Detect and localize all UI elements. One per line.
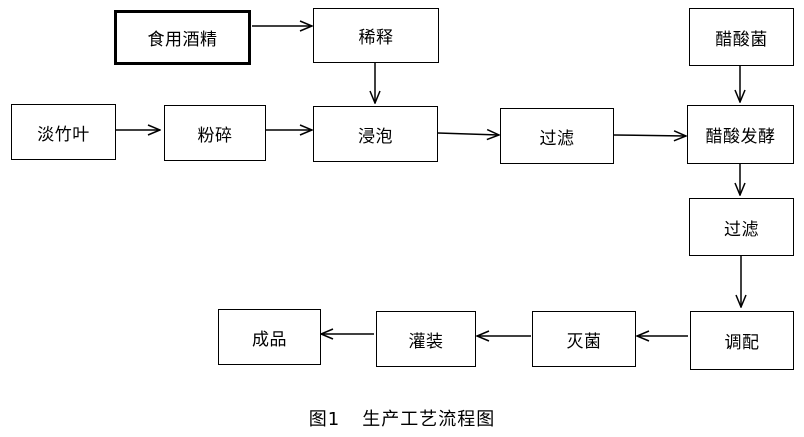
node-crush: 粉碎	[164, 105, 266, 161]
node-blend: 调配	[690, 311, 794, 370]
node-ethanol: 食用酒精	[114, 10, 251, 65]
node-acetobacter: 醋酸菌	[689, 8, 794, 66]
figure-number: 图1	[308, 409, 341, 430]
node-filter-1: 过滤	[500, 108, 614, 164]
figure-title: 生产工艺流程图	[362, 409, 496, 430]
node-product: 成品	[218, 309, 321, 365]
node-sterilize: 灭菌	[532, 311, 636, 367]
figure-caption: 图1 生产工艺流程图	[0, 405, 804, 431]
node-soak: 浸泡	[313, 106, 438, 162]
node-fermentation: 醋酸发酵	[687, 105, 794, 164]
arrow-filter-to-fermentation	[613, 135, 686, 136]
arrow-soak-to-filter	[437, 133, 499, 135]
node-bamboo-leaf: 淡竹叶	[11, 104, 116, 160]
node-filter-2: 过滤	[689, 198, 794, 256]
node-dilute: 稀释	[313, 8, 439, 63]
node-filling: 灌装	[376, 311, 476, 367]
